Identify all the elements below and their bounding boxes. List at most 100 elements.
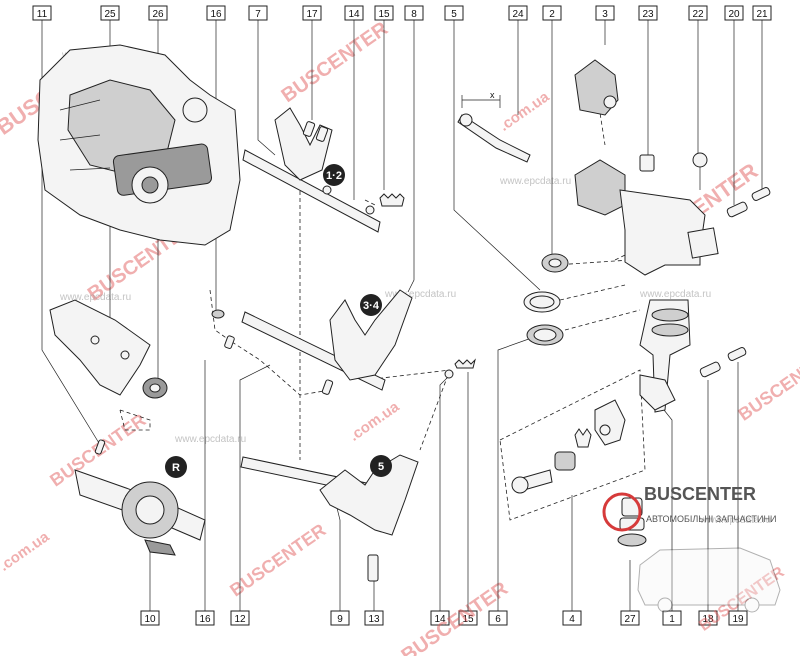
callout-bottom[interactable]: 19 xyxy=(728,610,748,626)
gearbox-housing xyxy=(37,44,241,246)
svg-text:23: 23 xyxy=(642,9,654,20)
bottom-callouts: 10 16 12 9 13 14 15 6 4 27 1 18 19 xyxy=(140,610,748,626)
svg-text:16: 16 xyxy=(199,614,211,625)
svg-text:5: 5 xyxy=(378,461,384,473)
svg-text:4: 4 xyxy=(569,614,575,625)
svg-text:www.epcdata.ru: www.epcdata.ru xyxy=(59,292,131,303)
callout-top[interactable]: 21 xyxy=(752,5,772,21)
svg-text:www.epcdata.ru: www.epcdata.ru xyxy=(699,515,771,526)
callout-top[interactable]: 3 xyxy=(595,5,615,21)
bearing-part-26 xyxy=(142,377,168,399)
bus-watermark xyxy=(637,547,781,613)
callout-top[interactable]: 7 xyxy=(248,5,268,21)
callout-bottom[interactable]: 6 xyxy=(488,610,508,626)
svg-text:27: 27 xyxy=(624,614,636,625)
callout-top[interactable]: 14 xyxy=(344,5,364,21)
gear-badge-5: 5 xyxy=(370,455,392,477)
svg-text:19: 19 xyxy=(732,614,744,625)
svg-text:3: 3 xyxy=(602,9,608,20)
svg-text:9: 9 xyxy=(337,614,343,625)
svg-text:5: 5 xyxy=(451,9,457,20)
svg-text:21: 21 xyxy=(756,9,768,20)
shift-rod-3-4 xyxy=(211,289,413,395)
rings-parts xyxy=(523,253,569,346)
svg-text:13: 13 xyxy=(368,614,380,625)
callout-top[interactable]: 15 xyxy=(374,5,394,21)
svg-text:.com.ua: .com.ua xyxy=(346,398,403,445)
svg-text:.com.ua: .com.ua xyxy=(496,88,553,135)
svg-text:17: 17 xyxy=(306,9,318,20)
callout-top[interactable]: 20 xyxy=(724,5,744,21)
reverse-shaft xyxy=(74,439,206,556)
svg-text:10: 10 xyxy=(144,614,156,625)
svg-text:2: 2 xyxy=(549,9,555,20)
callout-top[interactable]: 16 xyxy=(206,5,226,21)
svg-text:26: 26 xyxy=(152,9,164,20)
callout-top[interactable]: 17 xyxy=(302,5,322,21)
actuator-part-3 xyxy=(574,59,655,216)
svg-text:11: 11 xyxy=(37,9,48,20)
svg-text:R: R xyxy=(172,462,180,474)
svg-text:BUSCENTER: BUSCENTER xyxy=(734,344,800,425)
svg-text:12: 12 xyxy=(234,614,246,625)
callout-bottom[interactable]: 9 xyxy=(330,610,350,626)
svg-text:15: 15 xyxy=(378,9,390,20)
detent-assembly-part-4 xyxy=(511,399,626,494)
leader-lines xyxy=(41,20,763,611)
callout-top[interactable]: 2 xyxy=(542,5,562,21)
svg-text:22: 22 xyxy=(692,9,704,20)
svg-text:24: 24 xyxy=(512,9,524,20)
gear-badge-3-4: 3·4 xyxy=(360,294,382,316)
callout-bottom[interactable]: 13 xyxy=(364,610,384,626)
svg-text:BUSCENTER: BUSCENTER xyxy=(226,520,329,601)
svg-text:1·2: 1·2 xyxy=(326,170,342,182)
svg-text:18: 18 xyxy=(702,614,714,625)
svg-text:АВТОМОБІЛЬНІ ЗАПЧАСТИНИ: АВТОМОБІЛЬНІ ЗАПЧАСТИНИ xyxy=(646,514,776,524)
callout-top[interactable]: 26 xyxy=(148,5,168,21)
svg-text:3·4: 3·4 xyxy=(363,300,380,312)
callout-bottom[interactable]: 10 xyxy=(140,610,160,626)
bushing-part-27 xyxy=(617,497,647,547)
svg-text:www.epcdata.ru: www.epcdata.ru xyxy=(174,434,246,445)
callout-bottom[interactable]: 14 xyxy=(430,610,450,626)
svg-text:6: 6 xyxy=(495,614,501,625)
buscenter-logo: BUSCENTER АВТОМОБІЛЬНІ ЗАПЧАСТИНИ xyxy=(602,484,776,532)
svg-text:1: 1 xyxy=(669,614,675,625)
callout-top[interactable]: 23 xyxy=(638,5,658,21)
svg-text:7: 7 xyxy=(255,9,261,20)
svg-text:8: 8 xyxy=(411,9,417,20)
svg-text:25: 25 xyxy=(104,9,116,20)
callout-top[interactable]: 22 xyxy=(688,5,708,21)
svg-text:BUSCENTER: BUSCENTER xyxy=(644,484,756,504)
callout-top[interactable]: 24 xyxy=(508,5,528,21)
callout-top[interactable]: 11 xyxy=(32,5,52,21)
callout-bottom[interactable]: 16 xyxy=(195,610,215,626)
callout-top[interactable]: 5 xyxy=(444,5,464,21)
top-callouts: 11 25 26 16 7 17 14 15 8 5 24 2 3 23 22 … xyxy=(32,5,772,21)
roll-pins xyxy=(699,187,771,378)
svg-text:20: 20 xyxy=(728,9,740,20)
callout-bottom[interactable]: 1 xyxy=(662,610,682,626)
callout-top[interactable]: 8 xyxy=(404,5,424,21)
gear-badge-reverse: R xyxy=(165,456,187,478)
svg-text:www.epcdata.ru: www.epcdata.ru xyxy=(499,176,571,187)
middle-small-parts xyxy=(444,358,476,379)
linkage-rod-part-24 xyxy=(457,95,531,163)
callout-top[interactable]: 25 xyxy=(100,5,120,21)
svg-text:www.epcdata.ru: www.epcdata.ru xyxy=(384,289,456,300)
selector-housing-part-1 xyxy=(619,152,719,413)
svg-text:.com.ua: .com.ua xyxy=(0,528,53,575)
dimension-label: x xyxy=(490,90,495,100)
shift-rod-1-2 xyxy=(242,107,381,233)
upper-small-parts xyxy=(302,121,405,215)
bracket-part-25 xyxy=(49,299,151,396)
callout-bottom[interactable]: 27 xyxy=(620,610,640,626)
callout-bottom[interactable]: 12 xyxy=(230,610,250,626)
svg-text:16: 16 xyxy=(210,9,222,20)
callout-bottom[interactable]: 4 xyxy=(562,610,582,626)
svg-text:14: 14 xyxy=(348,9,360,20)
svg-text:www.epcdata.ru: www.epcdata.ru xyxy=(639,289,711,300)
shift-rod-5 xyxy=(240,454,419,582)
